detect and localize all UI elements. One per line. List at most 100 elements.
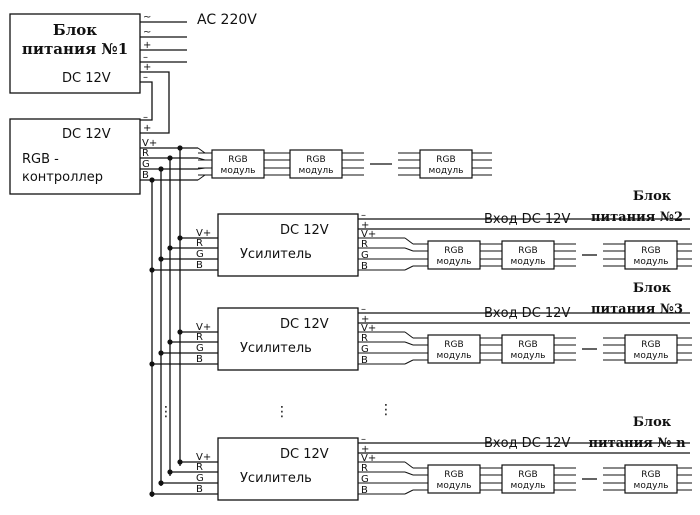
amp3-module-sublabel-2: модуль: [511, 481, 546, 491]
amplifier-1-in-pin-3: B: [196, 260, 203, 271]
amplifier-voltage-1: DC 12V: [280, 223, 329, 238]
amp3-module-sublabel-3: модуль: [634, 481, 669, 491]
controller-box: [9, 118, 141, 195]
controller-pin-minus: –: [143, 112, 148, 123]
ctrl-module-sublabel-3: модуль: [429, 166, 464, 176]
amplifier-2-out-pin-0: –: [361, 304, 366, 315]
controller-pin-b: B: [142, 170, 149, 181]
psu1-terminal-ac1: ~: [143, 12, 151, 23]
amplifier-1-out-pin-4: G: [361, 250, 369, 261]
amp3-module-box-3: [624, 464, 678, 494]
amp2-module-box-1: [427, 334, 481, 364]
amplifier-voltage-3: DC 12V: [280, 447, 329, 462]
bus-ellipsis: ⋮: [159, 404, 173, 420]
amp2-module-sublabel-1: модуль: [437, 351, 472, 361]
amplifier-3-out-pin-5: B: [361, 485, 368, 496]
amplifier-input-label-3: Вход DC 12V: [484, 436, 570, 451]
amplifier-2-out-pin-2: V+: [361, 323, 376, 334]
amplifier-name-1: Усилитель: [240, 247, 312, 262]
amplifier-box-3: [217, 437, 359, 501]
psu1-subtitle: питания №1: [22, 40, 128, 58]
amp3-module-label-3: RGB: [641, 470, 660, 480]
amplifier-3-in-pin-1: R: [196, 462, 203, 473]
amplifier-3-out-pin-1: +: [361, 444, 369, 455]
ctrl-module-label-1: RGB: [228, 155, 247, 165]
psu1-title: Блок: [53, 21, 97, 39]
psu1-terminal-minus-out: –: [143, 72, 148, 83]
amp3-module-box-2: [501, 464, 555, 494]
amplifier-2-in-pin-2: G: [196, 343, 204, 354]
controller-voltage: DC 12V: [62, 127, 111, 142]
amp2-module-sublabel-2: модуль: [511, 351, 546, 361]
amplifier-name-3: Усилитель: [240, 471, 312, 486]
amp1-module-label-2: RGB: [518, 246, 537, 256]
amp1-module-sublabel-2: модуль: [511, 257, 546, 267]
amplifier-box-2: [217, 307, 359, 371]
psu-subtitle-4: питания № n: [588, 436, 686, 451]
psu-title-3: Блок: [633, 281, 672, 296]
ac-label: AC 220V: [197, 12, 257, 28]
amplifier-1-in-pin-2: G: [196, 249, 204, 260]
ctrl-module-box-2: [289, 149, 343, 179]
amplifier-1-in-pin-0: V+: [196, 228, 211, 239]
amplifier-1-in-pin-1: R: [196, 238, 203, 249]
amp2-module-label-2: RGB: [518, 340, 537, 350]
amplifier-1-out-pin-1: +: [361, 220, 369, 231]
amp1-module-label-3: RGB: [641, 246, 660, 256]
amp2-module-label-3: RGB: [641, 340, 660, 350]
amplifier-2-out-pin-5: B: [361, 355, 368, 366]
amplifier-2-in-pin-0: V+: [196, 322, 211, 333]
psu-title-4: Блок: [633, 415, 672, 430]
amplifier-1-out-pin-2: V+: [361, 229, 376, 240]
amplifier-2-in-pin-3: B: [196, 354, 203, 365]
amp3-module-sublabel-1: модуль: [437, 481, 472, 491]
psu-subtitle-3: питания №3: [591, 302, 683, 317]
amplifier-box-1: [217, 213, 359, 277]
amp1-module-box-1: [427, 240, 481, 270]
amplifier-3-out-pin-2: V+: [361, 453, 376, 464]
amplifier-input-label-1: Вход DC 12V: [484, 212, 570, 227]
psu1-voltage: DC 12V: [62, 71, 111, 86]
controller-pin-v: V+: [142, 138, 157, 149]
ctrl-module-sublabel-2: модуль: [299, 166, 334, 176]
amplifier-2-out-pin-4: G: [361, 344, 369, 355]
amplifier-3-out-pin-3: R: [361, 463, 368, 474]
amplifier-2-out-pin-1: +: [361, 314, 369, 325]
amp2-module-sublabel-3: модуль: [634, 351, 669, 361]
amp2-module-label-1: RGB: [444, 340, 463, 350]
psu1-terminal-ac2: ~: [143, 27, 151, 38]
psu1-terminal-minus: –: [143, 52, 148, 63]
controller-pin-g: G: [142, 159, 150, 170]
amplifier-3-in-pin-2: G: [196, 473, 204, 484]
amplifier-1-out-pin-3: R: [361, 239, 368, 250]
ctrl-module-label-3: RGB: [436, 155, 455, 165]
output-ellipsis: ⋮: [379, 402, 393, 418]
amplifier-name-2: Усилитель: [240, 341, 312, 356]
amp2-module-box-3: [624, 334, 678, 364]
controller-name-2: контроллер: [22, 170, 103, 185]
amp3-module-label-2: RGB: [518, 470, 537, 480]
amplifier-voltage-2: DC 12V: [280, 317, 329, 332]
amplifier-3-in-pin-3: B: [196, 484, 203, 495]
amp1-module-label-1: RGB: [444, 246, 463, 256]
amp1-module-sublabel-3: модуль: [634, 257, 669, 267]
amplifier-3-in-pin-0: V+: [196, 452, 211, 463]
amp1-module-box-2: [501, 240, 555, 270]
amp1-module-box-3: [624, 240, 678, 270]
psu-title-2: Блок: [633, 189, 672, 204]
amplifier-1-out-pin-0: –: [361, 210, 366, 221]
psu1-terminal-plus: +: [143, 40, 151, 51]
psu1-box: [9, 13, 141, 94]
ctrl-module-sublabel-1: модуль: [221, 166, 256, 176]
psu1-terminal-plus-out: +: [143, 62, 151, 73]
amp3-module-box-1: [427, 464, 481, 494]
amp2-module-box-2: [501, 334, 555, 364]
psu-subtitle-2: питания №2: [591, 210, 683, 225]
amplifier-3-out-pin-4: G: [361, 474, 369, 485]
ctrl-module-label-2: RGB: [306, 155, 325, 165]
